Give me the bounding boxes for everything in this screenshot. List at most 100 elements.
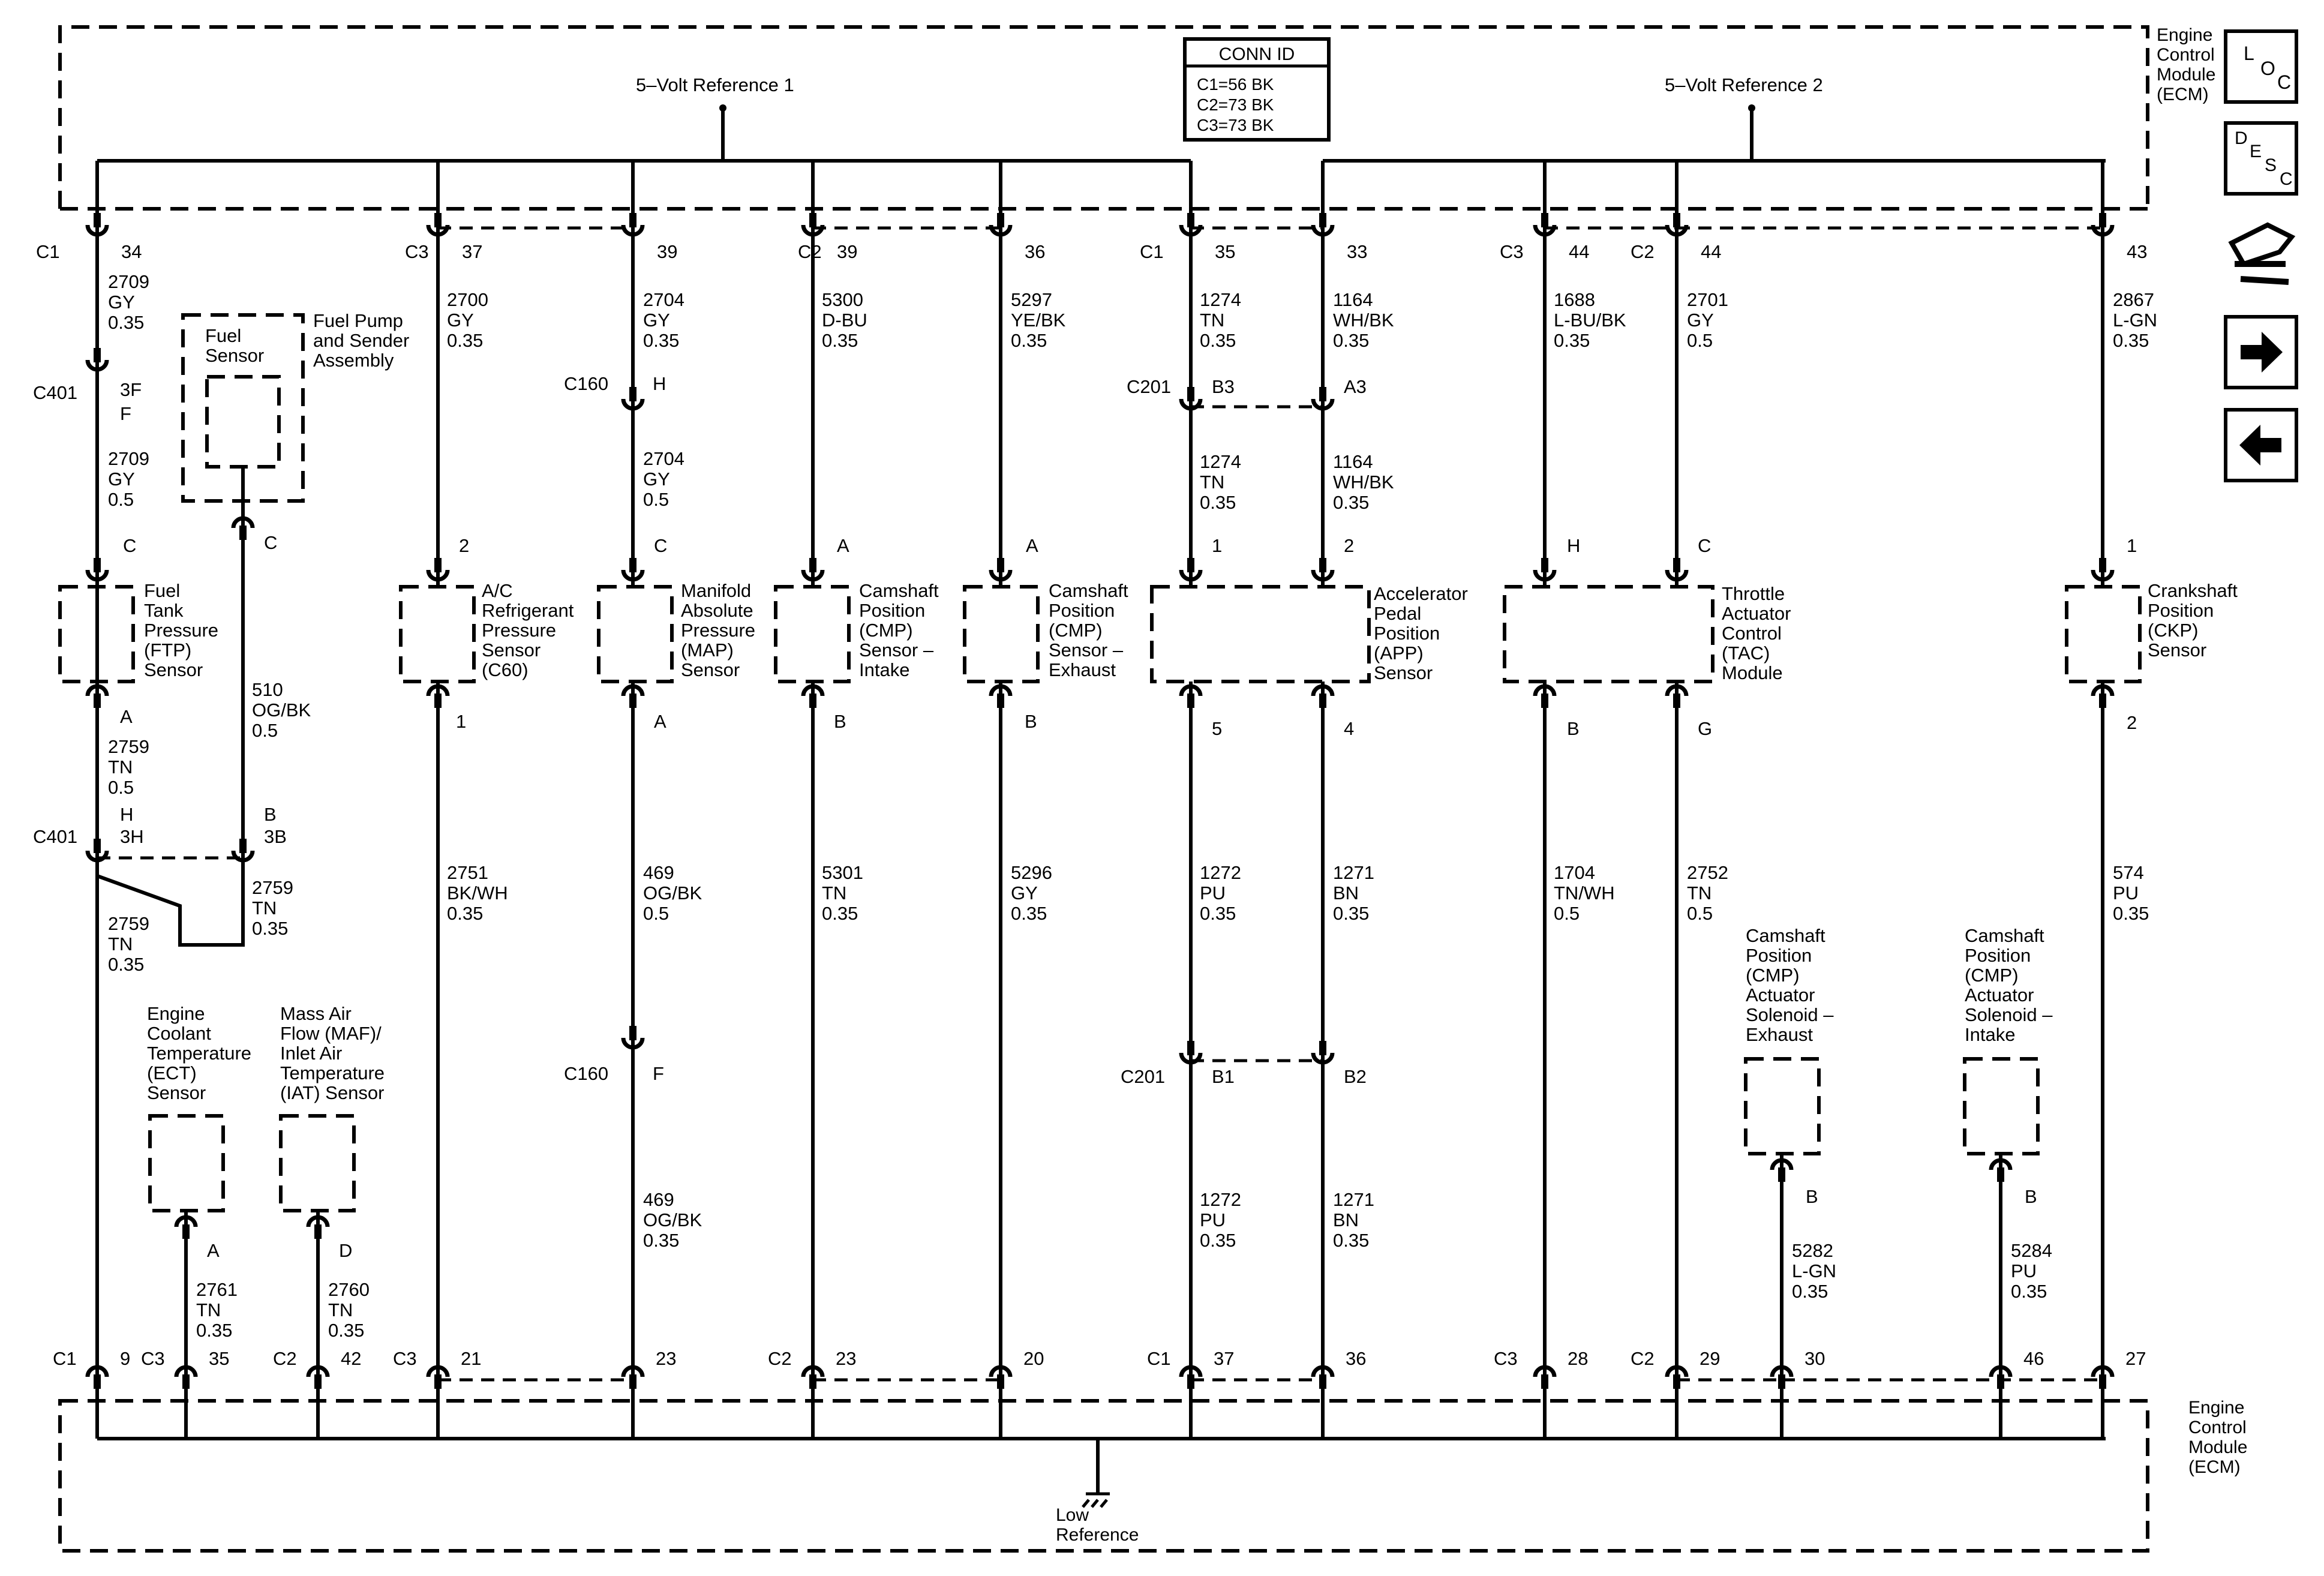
svg-text:C: C [2277,71,2291,93]
svg-text:Position: Position [859,600,925,621]
svg-text:0.5: 0.5 [108,489,134,510]
connector-view-icon[interactable] [2228,222,2296,285]
svg-text:0.35: 0.35 [1200,492,1236,513]
svg-text:E: E [2250,142,2262,161]
ref2-label: 5–Volt Reference 2 [1665,74,1823,95]
svg-text:GY: GY [1011,882,1038,903]
svg-text:(CMP): (CMP) [1746,965,1800,986]
connector-label: 1 [2127,535,2137,556]
bottom-pin-number: 46 [2023,1348,2044,1369]
desc-button[interactable]: D E S C [2224,121,2298,196]
ecm-label-bottom: Engine Control Module (ECM) [2188,1398,2247,1477]
svg-text:469: 469 [643,1189,674,1210]
svg-text:Camshaft: Camshaft [859,580,939,601]
connector-label: A [654,711,666,732]
svg-text:TN: TN [1200,310,1224,331]
top-conn-label: C1 [1140,241,1164,262]
svg-text:2701: 2701 [1687,289,1728,310]
svg-text:Engine: Engine [2157,25,2212,45]
svg-text:0.5: 0.5 [1554,903,1580,924]
ref1-label: 5–Volt Reference 1 [636,74,794,95]
connector-label: B [2025,1186,2037,1207]
connector-label: C160 [564,1063,608,1084]
svg-text:0.35: 0.35 [2011,1281,2047,1302]
svg-text:Actuator: Actuator [1965,984,2034,1005]
svg-text:TN: TN [1687,882,1712,903]
connector-label: A3 [1344,376,1367,397]
svg-text:0.35: 0.35 [1333,330,1369,351]
svg-text:Crankshaft: Crankshaft [2148,580,2238,601]
svg-text:Position: Position [1965,945,2031,966]
bottom-pin-number: 36 [1346,1348,1366,1369]
svg-text:Fuel: Fuel [144,580,180,601]
bottom-pin-number: 28 [1568,1348,1588,1369]
connector-label: B [834,711,846,732]
loc-button[interactable]: L O C [2224,29,2298,104]
svg-text:BN: BN [1333,882,1359,903]
bottom-pin-number: 30 [1804,1348,1825,1369]
svg-text:Solenoid –: Solenoid – [1746,1004,1834,1025]
connector-label: 1 [1212,535,1222,556]
svg-text:(CMP): (CMP) [859,620,913,641]
svg-text:2709: 2709 [108,271,149,292]
pins [85,213,2115,1389]
svg-text:(CMP): (CMP) [1049,620,1103,641]
svg-text:0.35: 0.35 [822,903,858,924]
svg-text:Flow (MAF)/: Flow (MAF)/ [280,1023,382,1044]
top-conn-label: C2 [798,241,822,262]
svg-text:2867: 2867 [2113,289,2154,310]
svg-text:Control: Control [2188,1418,2247,1437]
connector-label: 2 [1344,535,1354,556]
svg-text:GY: GY [447,310,474,331]
previous-page-button[interactable] [2224,408,2298,482]
top-pin-number: 43 [2127,241,2147,262]
svg-text:Module: Module [2157,65,2215,85]
svg-text:OG/BK: OG/BK [643,882,702,903]
next-page-button[interactable] [2224,315,2298,389]
svg-text:(MAP): (MAP) [681,640,734,661]
svg-text:5296: 5296 [1011,862,1052,883]
bottom-pin-number: 42 [341,1348,361,1369]
svg-text:0.35: 0.35 [447,330,483,351]
bottom-pin-number: 37 [1214,1348,1234,1369]
connector-label: B1 [1212,1066,1235,1087]
svg-text:0.5: 0.5 [643,489,669,510]
svg-text:WH/BK: WH/BK [1333,310,1394,331]
connector-label: 3H [120,826,144,847]
connector-label: 3F [120,379,142,400]
svg-text:2761: 2761 [196,1279,238,1300]
svg-text:C: C [2280,169,2293,189]
bottom-conn-label: C1 [1147,1348,1171,1369]
svg-text:5300: 5300 [822,289,863,310]
svg-text:TN: TN [108,933,133,954]
svg-text:L-GN: L-GN [2113,310,2157,331]
ecm-label-top: Engine Control Module (ECM) [2157,25,2215,104]
svg-text:Control: Control [1722,623,1782,644]
ecm-bottom-enclosure [58,1399,2149,1553]
svg-text:Exhaust: Exhaust [1746,1024,1813,1045]
svg-text:0.35: 0.35 [252,918,288,939]
bottom-conn-label: C2 [273,1348,297,1369]
svg-text:Position: Position [1049,600,1115,621]
svg-text:Solenoid –: Solenoid – [1965,1004,2053,1025]
svg-text:O: O [2260,58,2275,79]
svg-text:(APP): (APP) [1374,643,1424,664]
svg-text:1164: 1164 [1333,289,1373,310]
